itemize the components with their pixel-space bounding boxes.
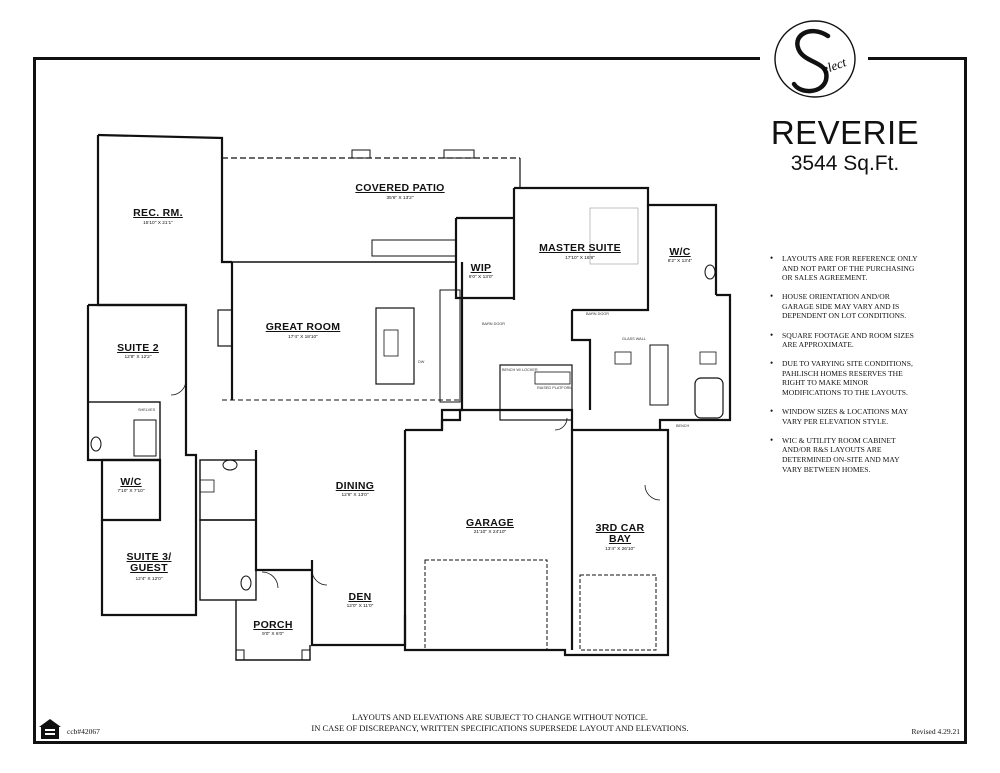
plan-title: REVERIE	[770, 114, 920, 151]
room-great-room: GREAT ROOM	[265, 321, 341, 333]
room-suite-2-dim: 12'8" X 12'2"	[124, 355, 152, 360]
equal-housing-icon	[39, 719, 61, 739]
note-item: LAYOUTS ARE FOR REFERENCE ONLY AND NOT P…	[768, 254, 920, 283]
room-third-car-bay-dim: 13'4" X 26'10"	[605, 547, 635, 552]
room-wic-2-dim: 7'10" X 7'10"	[117, 489, 145, 494]
notes-list: LAYOUTS ARE FOR REFERENCE ONLY AND NOT P…	[768, 254, 920, 484]
note-item: WINDOW SIZES & LOCATIONS MAY VARY PER EL…	[768, 407, 920, 426]
note-item: HOUSE ORIENTATION AND/OR GARAGE SIDE MAY…	[768, 292, 920, 321]
raised-platform-label: RAISED PLATFORM	[537, 386, 573, 390]
bench-label: BENCH	[676, 424, 690, 428]
room-porch-dim: 9'0" X 6'0"	[262, 632, 284, 637]
room-garage: GARAGE	[466, 517, 514, 529]
bench-label: BENCH W/ LOCKER	[502, 368, 538, 372]
ccb-number: ccb#42067	[67, 727, 100, 736]
room-suite-3: SUITE 3/ GUEST	[126, 551, 172, 574]
sheet-border	[33, 57, 967, 744]
room-dining: DINING	[335, 480, 375, 492]
room-wic-2: W/C	[120, 476, 142, 488]
room-rec-rm: REC. RM.	[133, 207, 183, 219]
note-item: WIC & UTILITY ROOM CABINET AND/OR R&S LA…	[768, 436, 920, 474]
barn-door-label: BARN DOOR	[482, 322, 505, 326]
room-master-suite-dim: 17'10" X 16'8"	[565, 256, 595, 261]
room-suite-2: SUITE 2	[117, 342, 159, 354]
room-covered-patio-dim: 35'6" X 13'2"	[386, 196, 414, 201]
dw-label: DW	[418, 360, 425, 364]
shelves-label: SHELVES	[138, 408, 156, 412]
disclaimer-line: LAYOUTS AND ELEVATIONS ARE SUBJECT TO CH…	[351, 712, 649, 722]
room-wic-master-dim: 8'2" X 13'4"	[667, 259, 693, 264]
room-suite-3-dim: 12'4" X 12'0"	[135, 577, 163, 582]
room-wip-dim: 6'0" X 13'0"	[468, 275, 494, 280]
room-wic-master: W/C	[669, 246, 691, 258]
room-garage-dim: 21'10" X 24'10"	[473, 530, 507, 535]
revised-date: Revised 4.29.21	[911, 727, 960, 736]
room-master-suite: MASTER SUITE	[539, 242, 621, 254]
note-item: SQUARE FOOTAGE AND ROOM SIZES ARE APPROX…	[768, 331, 920, 350]
room-dining-dim: 12'6" X 13'0"	[341, 493, 369, 498]
room-great-room-dim: 17'4" X 18'10"	[288, 335, 318, 340]
room-covered-patio: COVERED PATIO	[355, 182, 445, 194]
disclaimer: LAYOUTS AND ELEVATIONS ARE SUBJECT TO CH…	[250, 712, 750, 734]
border-gap	[760, 50, 868, 64]
room-wip: WIP	[470, 262, 492, 274]
disclaimer-line: IN CASE OF DISCREPANCY, WRITTEN SPECIFIC…	[311, 723, 689, 733]
square-footage: 3544 Sq.Ft.	[790, 152, 900, 175]
barn-door-label: BARN DOOR	[586, 312, 609, 316]
note-item: DUE TO VARYING SITE CONDITIONS, PAHLISCH…	[768, 359, 920, 397]
room-den-dim: 12'0" X 11'0"	[346, 604, 374, 609]
room-third-car-bay: 3RD CAR BAY	[595, 522, 645, 545]
glass-wall-label: GLASS WALL	[622, 337, 646, 341]
room-den: DEN	[348, 591, 372, 603]
room-porch: PORCH	[253, 619, 293, 631]
select-logo: elect	[774, 20, 856, 98]
room-rec-rm-dim: 15'10" X 21'1"	[143, 221, 173, 226]
